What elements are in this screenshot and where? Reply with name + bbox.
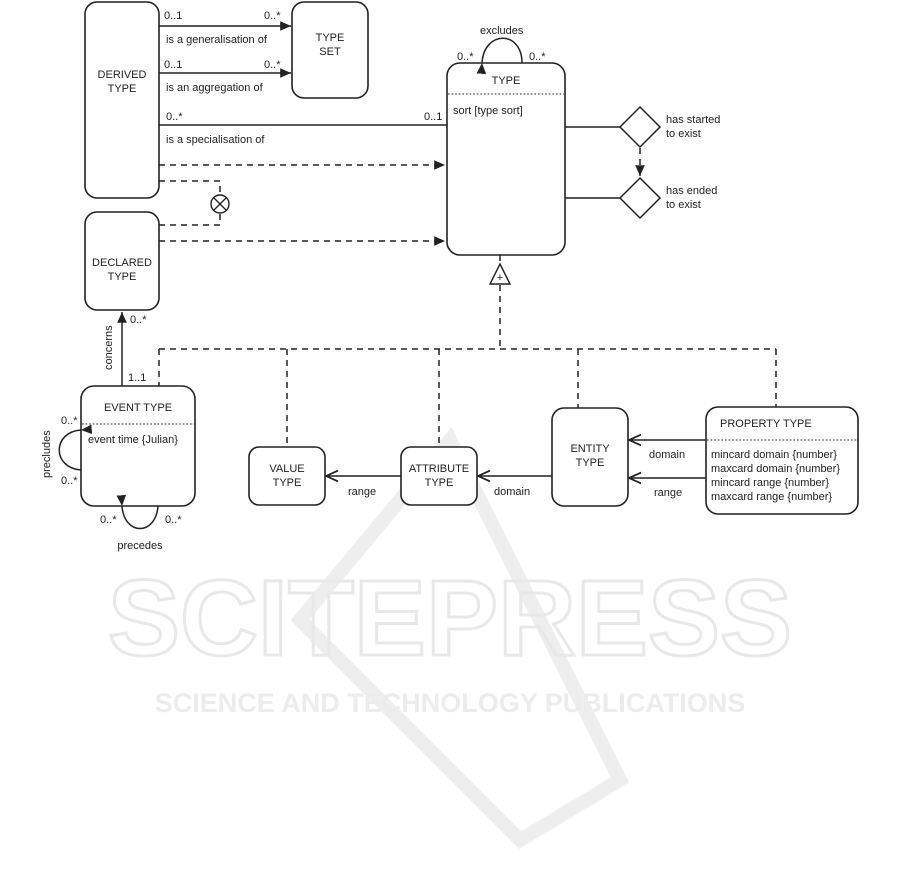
declared-type-box: DECLARED TYPE — [84, 211, 160, 311]
concerns-relation: 0..* 1..1 concerns — [103, 312, 147, 386]
concerns-top-mult: 0..* — [130, 314, 147, 326]
property-type-attr-3: mincard range {number} — [711, 477, 829, 489]
type-box: TYPE sort [type sort] — [446, 62, 566, 256]
value-type-box: VALUE TYPE — [248, 446, 326, 506]
attribute-type-line2: TYPE — [425, 477, 454, 489]
property-type-box: PROPERTY TYPE mincard domain {number} ma… — [705, 406, 859, 515]
property-range-relation: range — [629, 478, 706, 499]
exclusion-constraint — [159, 180, 230, 226]
aggregation-label: is an aggregation of — [166, 82, 264, 94]
derived-type-line1: DERIVED — [98, 69, 147, 81]
precedes-left-mult: 0..* — [100, 514, 117, 526]
concerns-label: concerns — [103, 325, 115, 370]
attribute-domain-label: domain — [494, 486, 530, 498]
event-type-box: EVENT TYPE event time {Julian} — [80, 385, 196, 507]
precludes-label: precludes — [41, 430, 53, 478]
precludes-top-mult: 0..* — [61, 415, 78, 427]
property-domain-label: domain — [649, 449, 685, 461]
attribute-type-line1: ATTRIBUTE — [409, 463, 469, 475]
generalisation-label: is a generalisation of — [166, 34, 268, 46]
type-set-line2: SET — [319, 46, 341, 58]
property-range-label: range — [654, 487, 682, 499]
event-type-title: EVENT TYPE — [104, 402, 172, 414]
type-attribute: sort [type sort] — [453, 105, 523, 117]
specialisation-relation: 0..* 0..1 is a specialisation of — [159, 111, 447, 146]
watermark-title: SCITEPRESS — [108, 557, 792, 678]
generalisation-relation: 0..1 0..* is a generalisation of — [159, 10, 291, 46]
property-type-attr-2: maxcard domain {number} — [711, 463, 840, 475]
aggregation-to-mult: 0..* — [264, 59, 281, 71]
has-ended-relation: has ended to exist — [565, 176, 717, 220]
generalisation-from-mult: 0..1 — [164, 10, 182, 22]
type-set-box: TYPE SET — [291, 1, 369, 99]
aggregation-from-mult: 0..1 — [164, 59, 182, 71]
specialisation-to-mult: 0..1 — [424, 111, 442, 123]
generalisation-to-mult: 0..* — [264, 10, 281, 22]
excludes-relation: excludes 0..* 0..* — [457, 25, 546, 75]
has-started-line2: to exist — [666, 128, 701, 140]
has-started-relation: has started to exist — [565, 105, 720, 149]
type-set-line1: TYPE — [316, 32, 345, 44]
watermark: SCITEPRESS SCIENCE AND TECHNOLOGY PUBLIC… — [106, 427, 794, 849]
partition-symbol: + — [488, 255, 512, 285]
attribute-range-relation: range — [326, 476, 401, 498]
has-ended-line2: to exist — [666, 199, 701, 211]
partition-plus: + — [497, 272, 503, 284]
attribute-type-box: ATTRIBUTE TYPE — [400, 446, 478, 506]
entity-type-box: ENTITY TYPE — [551, 407, 629, 507]
subtype-tree — [158, 285, 777, 447]
declared-type-line2: TYPE — [108, 271, 137, 283]
concerns-bottom-mult: 1..1 — [128, 372, 146, 384]
specialisation-from-mult: 0..* — [166, 111, 183, 123]
entity-type-line1: ENTITY — [570, 443, 610, 455]
precludes-bottom-mult: 0..* — [61, 475, 78, 487]
property-type-attr-1: mincard domain {number} — [711, 449, 837, 461]
entity-type-line2: TYPE — [576, 457, 605, 469]
specialisation-label: is a specialisation of — [166, 134, 265, 146]
precedes-relation: 0..* 0..* precedes — [100, 494, 182, 552]
has-ended-diamond — [618, 176, 662, 220]
attribute-range-label: range — [348, 486, 376, 498]
precludes-relation: 0..* 0..* precludes — [41, 415, 93, 487]
value-type-line2: TYPE — [273, 477, 302, 489]
property-type-title: PROPERTY TYPE — [720, 418, 812, 430]
has-started-diamond — [618, 105, 662, 149]
watermark-subtitle: SCIENCE AND TECHNOLOGY PUBLICATIONS — [155, 688, 746, 718]
attribute-domain-relation: domain — [478, 476, 552, 498]
excludes-label: excludes — [480, 25, 524, 37]
declared-type-line1: DECLARED — [92, 257, 152, 269]
has-ended-line1: has ended — [666, 185, 717, 197]
precedes-right-mult: 0..* — [165, 514, 182, 526]
aggregation-relation: 0..1 0..* is an aggregation of — [159, 59, 291, 94]
derived-type-line2: TYPE — [108, 83, 137, 95]
has-started-line1: has started — [666, 114, 720, 126]
property-type-attr-4: maxcard range {number} — [711, 491, 832, 503]
value-type-line1: VALUE — [269, 463, 304, 475]
property-domain-relation: domain — [629, 440, 706, 461]
excludes-right-mult: 0..* — [529, 51, 546, 63]
type-title: TYPE — [492, 75, 521, 87]
excludes-left-mult: 0..* — [457, 51, 474, 63]
precedes-label: precedes — [117, 540, 163, 552]
derived-type-box: DERIVED TYPE — [84, 1, 160, 199]
event-type-attribute: event time {Julian} — [88, 434, 178, 446]
